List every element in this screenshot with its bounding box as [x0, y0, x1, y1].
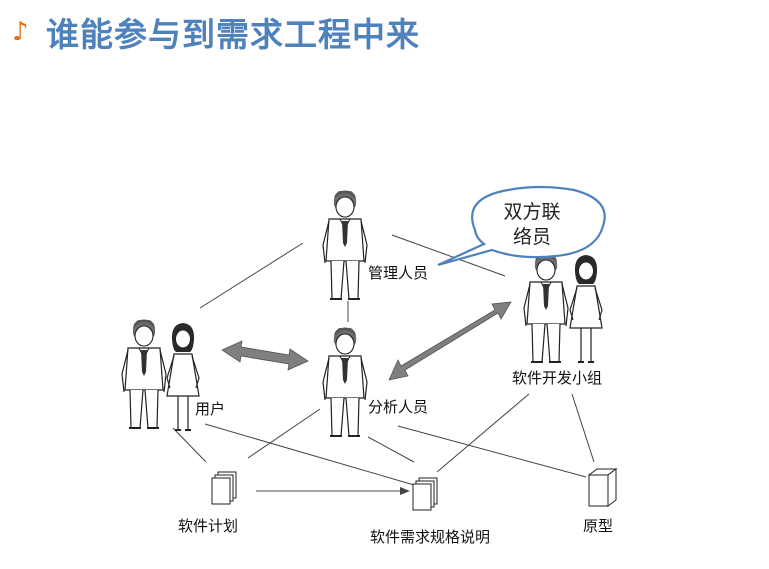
devteam-woman-figure [569, 254, 603, 363]
line-manager-devteam [391, 234, 506, 277]
title-bar: ♪ 谁能参与到需求工程中来 [12, 10, 420, 54]
line-devteam-prototype [571, 393, 595, 463]
prototype-box-icon [587, 468, 618, 507]
manager-figure [322, 189, 368, 300]
line-devteam-srs [436, 393, 530, 473]
double-arrow-analyst-devteam [388, 301, 512, 381]
label-prototype: 原型 [583, 517, 613, 535]
line-user-srs [204, 423, 415, 486]
label-manager: 管理人员 [368, 264, 428, 282]
line-manager-user [199, 242, 304, 309]
label-analyst: 分析人员 [368, 398, 428, 416]
line-analyst-srs [367, 436, 415, 463]
line-analyst-plan [247, 408, 321, 459]
bubble-line-1: 双方联 [503, 201, 560, 223]
connector-lines [172, 234, 595, 495]
plan-document-icon [211, 471, 237, 505]
bubble-line-2: 络员 [513, 226, 551, 248]
music-note-icon: ♪ [12, 17, 29, 47]
label-plan: 软件计划 [178, 517, 238, 535]
analyst-figure [322, 326, 368, 437]
double-arrow-user-analyst [221, 340, 309, 371]
line-user-plan [172, 427, 207, 463]
label-srs: 软件需求规格说明 [370, 528, 490, 546]
label-user: 用户 [195, 400, 225, 418]
label-devteam: 软件开发小组 [512, 369, 602, 387]
devteam-man-figure [523, 252, 569, 363]
page-title: 谁能参与到需求工程中来 [46, 15, 420, 54]
srs-document-icon [412, 477, 438, 511]
user-man-figure [121, 318, 167, 429]
liaison-speech-bubble: 双方联 络员 [437, 185, 606, 267]
arrowhead-plan-srs [400, 487, 410, 495]
line-analyst-prototype [397, 425, 587, 478]
